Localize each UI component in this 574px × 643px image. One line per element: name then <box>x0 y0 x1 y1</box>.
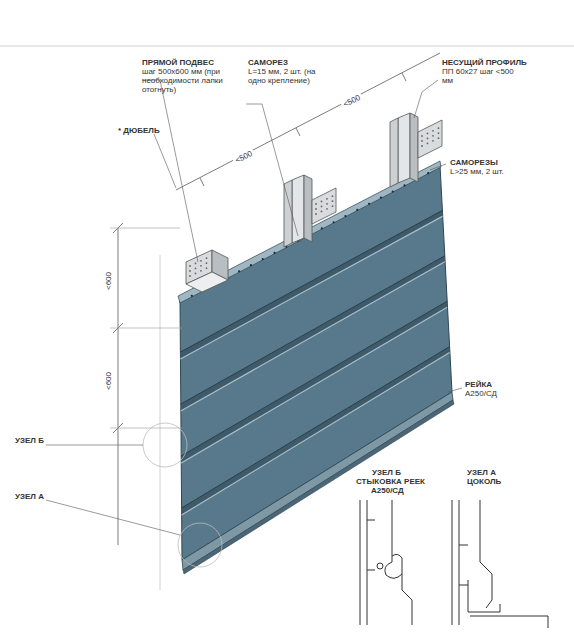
bracket-hole <box>200 270 202 272</box>
bracket-hole <box>438 127 440 129</box>
bracket-hole <box>432 140 434 142</box>
bracket-hole <box>195 263 197 265</box>
screw-dot <box>392 190 394 192</box>
screw-dot <box>333 221 335 223</box>
bracket-hole <box>438 137 440 139</box>
callout-label: УЗЕЛ А <box>15 492 44 501</box>
callout-label: ПРЯМОЙ ПОДВЕС <box>142 58 214 67</box>
bracket-hole <box>189 265 191 267</box>
bracket-hole <box>200 260 202 262</box>
bracket-hole <box>421 135 423 137</box>
bracket-hole <box>432 130 434 132</box>
screw-dot <box>250 264 252 266</box>
bracket-hole <box>189 270 191 272</box>
screw-dot <box>368 203 370 205</box>
callout-label: СТЫКОВКА РЕЕК <box>356 477 425 486</box>
bracket-hole <box>189 275 191 277</box>
bracket-hole <box>326 203 328 205</box>
bracket-hole <box>427 133 429 135</box>
bracket-hole <box>321 206 323 208</box>
callout-label: УЗЕЛ А <box>467 468 496 477</box>
screw-dot <box>321 227 323 229</box>
bracket-hole <box>321 211 323 213</box>
callout-label: УЗЕЛ Б <box>15 436 44 445</box>
screw-dot <box>262 258 264 260</box>
bracket-hole <box>332 205 334 207</box>
screw-dot <box>191 295 193 297</box>
bracket-hole <box>315 203 317 205</box>
bracket-hole <box>427 143 429 145</box>
callout-label: <600 <box>104 370 113 392</box>
screw-dot <box>380 197 382 199</box>
bracket-hole <box>206 262 208 264</box>
bracket-hole <box>206 267 208 269</box>
screw-dot <box>344 215 346 217</box>
screw-dot <box>238 270 240 272</box>
callout-label: ЦОКОЛЬ <box>467 477 501 486</box>
callout-label: * ДЮБЕЛЬ <box>118 126 160 135</box>
panel-groove <box>181 256 445 411</box>
bracket-hole <box>326 198 328 200</box>
callout-label: A250/СД <box>371 486 404 495</box>
groove-highlight <box>181 262 445 411</box>
bracket-hole <box>427 138 429 140</box>
groove-highlight <box>181 307 447 463</box>
bracket-hole <box>432 135 434 137</box>
bracket-hole <box>332 200 334 202</box>
callout-label: УЗЕЛ Б <box>372 468 401 477</box>
screw-dot <box>427 172 429 174</box>
callout-label: РЕЙКА <box>465 380 492 389</box>
screw-dot <box>273 252 275 254</box>
callout-label: <500 <box>340 92 364 110</box>
callout-label: L>25 мм, 2 шт. <box>450 167 504 176</box>
callout-label: ПП 60x27 шаг <500 мм <box>442 67 522 85</box>
bracket-hole <box>206 257 208 259</box>
panel-groove <box>181 301 447 463</box>
bracket-hole <box>315 208 317 210</box>
callout-label: САМОРЕЗ <box>248 58 288 67</box>
callout-label: L=15 мм, 2 шт. (на одно крепление) <box>248 67 330 85</box>
callout-label: НЕСУЩИЙ ПРОФИЛЬ <box>442 58 527 67</box>
screw-dot <box>403 184 405 186</box>
callout-label: шаг 500x600 мм (при необходимости лапки … <box>142 67 228 94</box>
bracket-hole <box>326 208 328 210</box>
bracket-hole <box>200 265 202 267</box>
callout-label: A250/СД <box>465 389 497 398</box>
callout-label: <500 <box>232 148 256 166</box>
bracket-hole <box>321 201 323 203</box>
bracket-hole <box>195 273 197 275</box>
bracket-hole <box>438 132 440 134</box>
callout-label: САМОРЕЗЫ <box>450 158 498 167</box>
screw-dot <box>356 209 358 211</box>
bracket-hole <box>332 195 334 197</box>
bracket-hole <box>315 213 317 215</box>
bracket-hole <box>195 268 197 270</box>
callout-label: <600 <box>104 270 113 292</box>
bracket-hole <box>421 140 423 142</box>
bracket-hole <box>421 145 423 147</box>
